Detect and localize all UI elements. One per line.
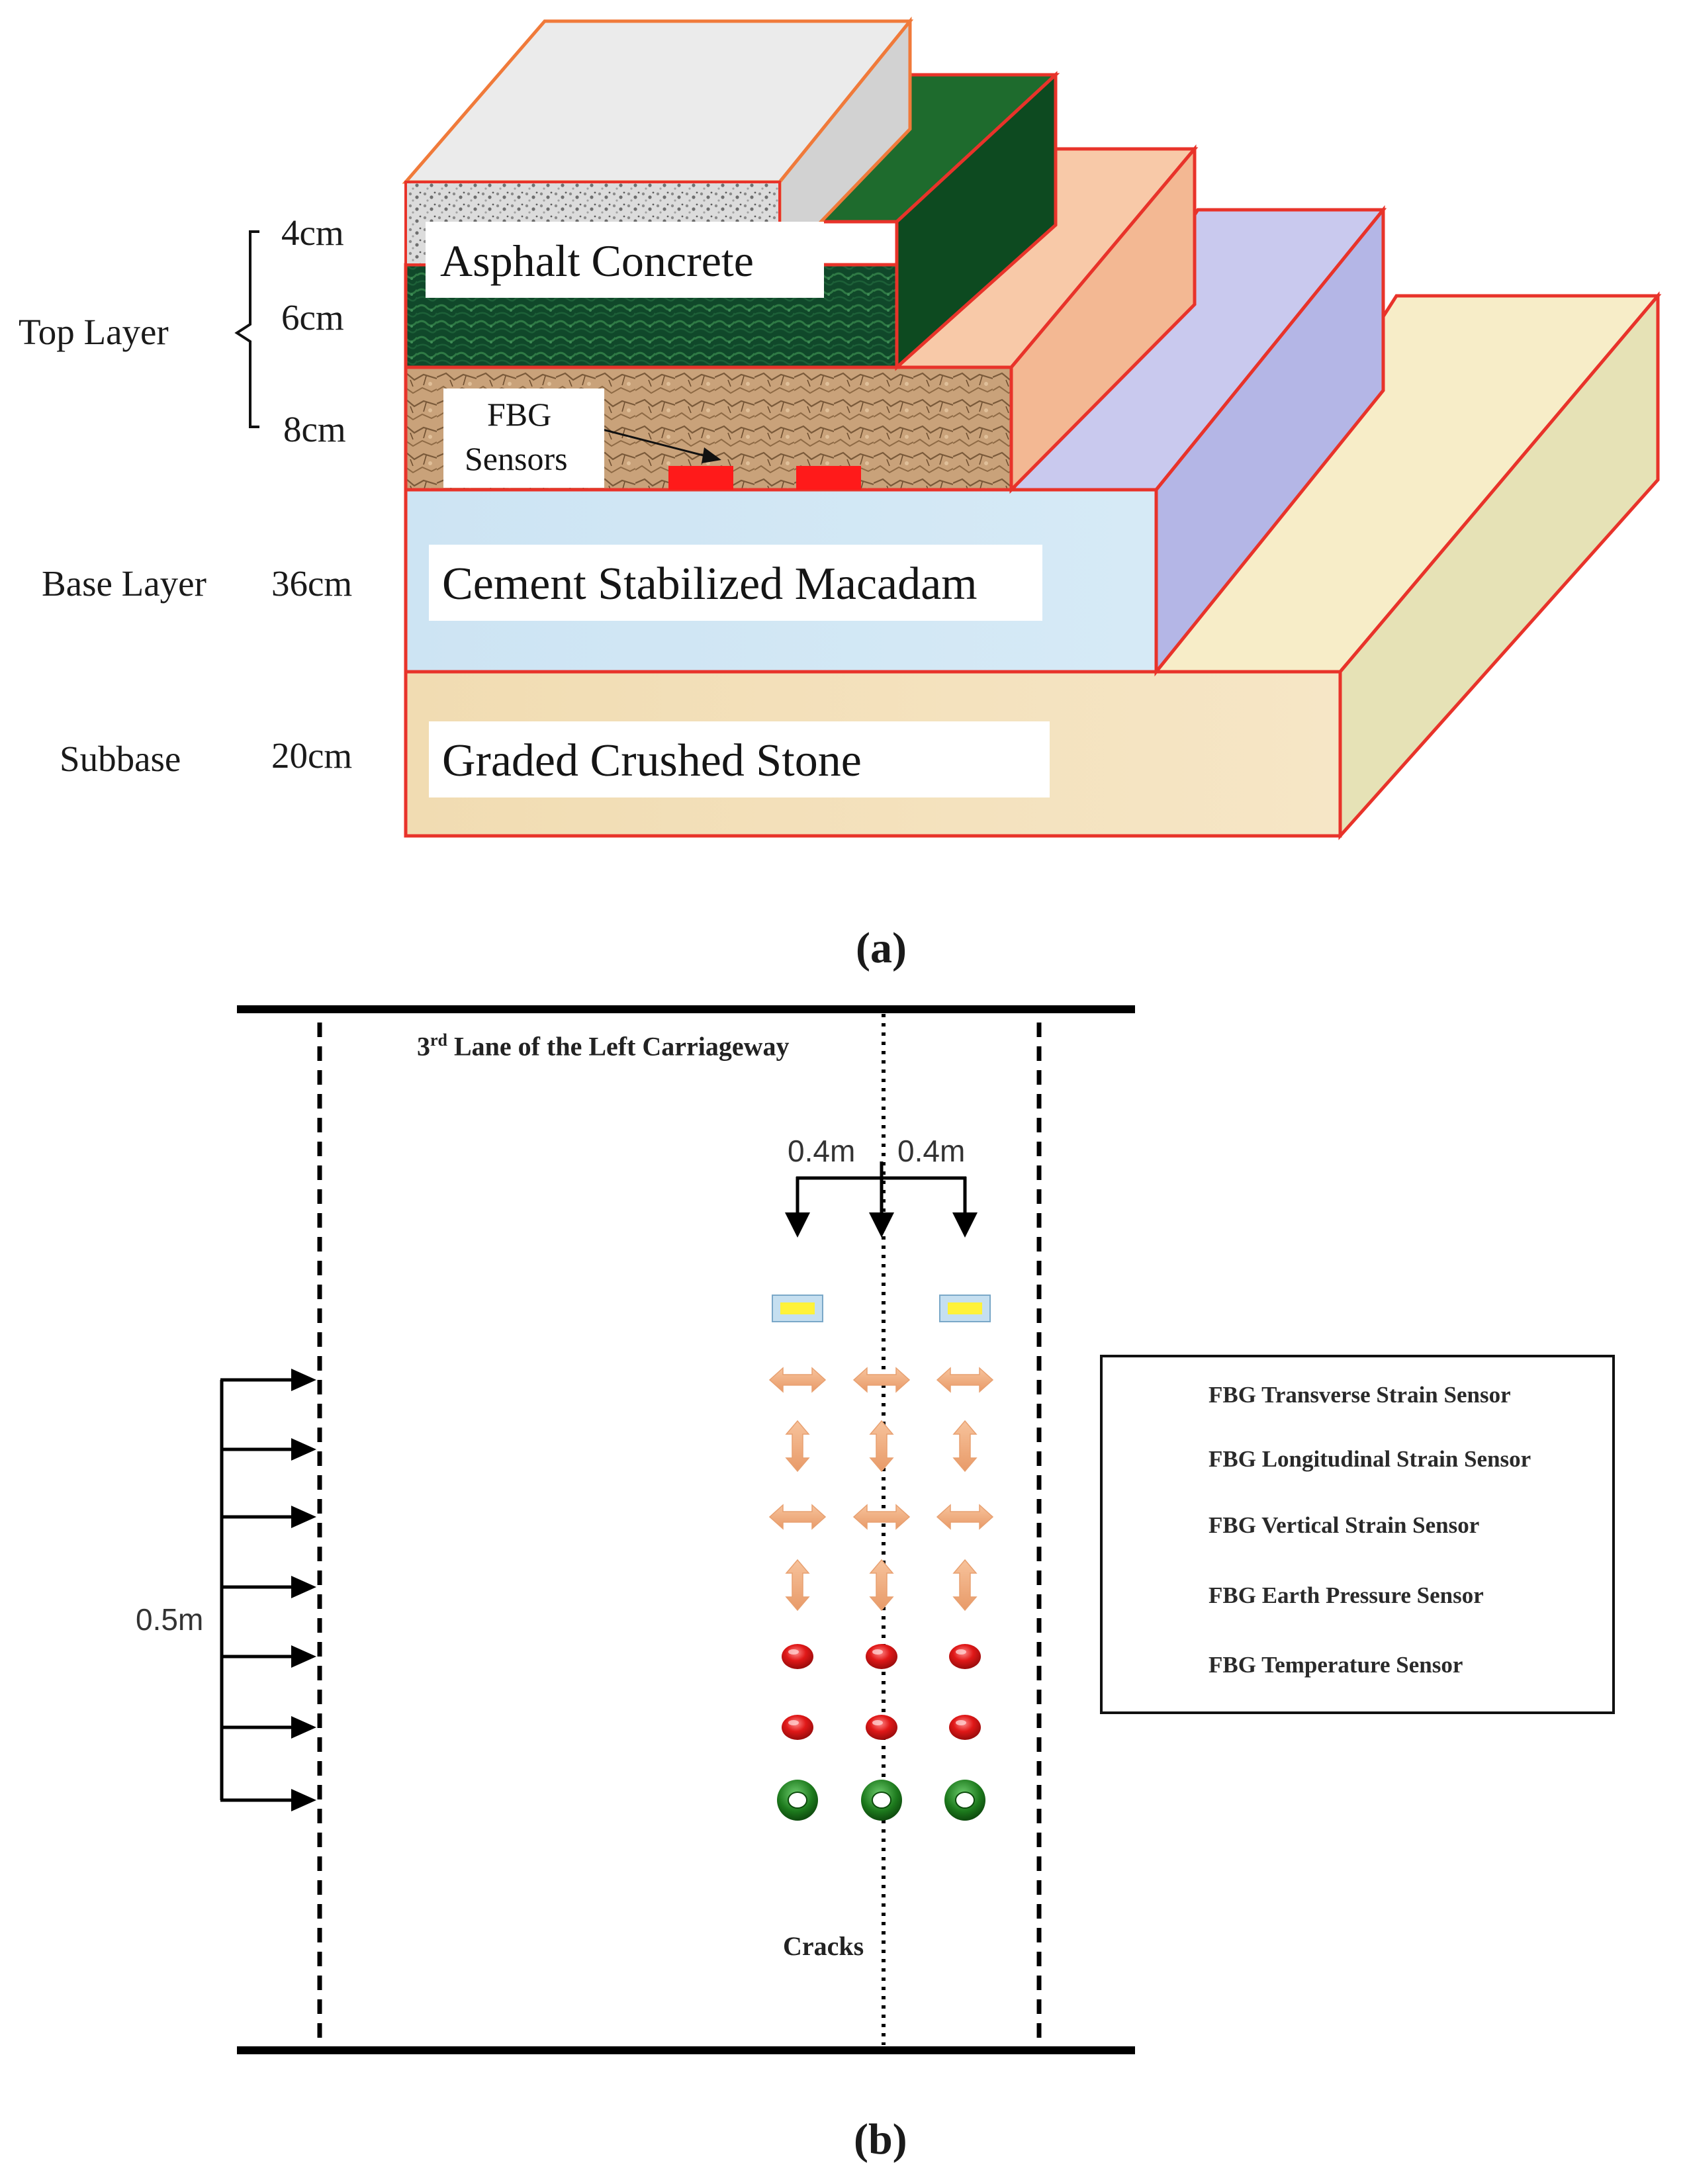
fbg-sensor-1	[668, 466, 733, 490]
spacing-arrowhead	[291, 1369, 316, 1391]
longitudinal-strain-icon	[786, 1559, 809, 1611]
longitudinal-strain-icon	[870, 1559, 893, 1611]
spacing-arrowhead	[291, 1576, 316, 1598]
longitudinal-strain-icon	[870, 1420, 893, 1472]
lane-title: 3rd Lane of the Left Carriageway	[417, 1030, 790, 1062]
thickness-8cm: 8cm	[283, 409, 346, 449]
spacing-arrowhead	[291, 1789, 316, 1811]
transverse-strain-icon	[769, 1367, 826, 1392]
longitudinal-strain-icon	[953, 1559, 977, 1611]
temperature-icon	[772, 1295, 823, 1322]
temperature-icon	[939, 1295, 991, 1322]
earth-pressure-icon	[860, 1779, 903, 1821]
legend-item-vertical: FBG Vertical Strain Sensor	[1208, 1512, 1480, 1538]
transverse-strain-icon	[936, 1367, 993, 1392]
graded-crushed-stone-label: Graded Crushed Stone	[429, 721, 1050, 797]
transverse-strain-icon	[769, 1504, 826, 1529]
earth-pressure-icon	[944, 1779, 986, 1821]
spacing-label-vertical: 0.5m	[136, 1602, 204, 1637]
sensor-legend: FBG Transverse Strain Sensor FBG Longitu…	[1100, 1355, 1615, 1714]
vertical-strain-icon	[949, 1644, 981, 1669]
longitudinal-strain-icon	[786, 1420, 809, 1472]
thickness-4cm: 4cm	[281, 212, 344, 253]
subbase-label: Subbase	[60, 739, 181, 779]
spacing-arrowhead	[291, 1645, 316, 1668]
spacing-label-left: 0.4m	[788, 1134, 856, 1168]
caption-b: (b)	[854, 2115, 907, 2163]
thickness-6cm: 6cm	[281, 297, 344, 338]
pavement-structure-diagram	[234, 16, 1662, 841]
spacing-arrows	[785, 1161, 978, 1238]
legend-item-longitudinal: FBG Longitudinal Strain Sensor	[1208, 1446, 1531, 1472]
longitudinal-strain-icon	[953, 1420, 977, 1472]
vertical-strain-icon	[949, 1715, 981, 1740]
legend-item-earth-pressure: FBG Earth Pressure Sensor	[1208, 1582, 1484, 1608]
legend-item-transverse: FBG Transverse Strain Sensor	[1208, 1382, 1511, 1408]
top-layer-bracket	[234, 230, 259, 428]
transverse-strain-icon	[853, 1367, 910, 1392]
spacing-label-right: 0.4m	[897, 1134, 966, 1168]
earth-pressure-icon	[776, 1779, 819, 1821]
vertical-strain-icon	[782, 1715, 813, 1740]
spacing-arrowhead	[291, 1716, 316, 1739]
crack-label: Cracks	[783, 1931, 864, 1961]
fbg-sensor-2	[796, 466, 861, 490]
sensor-layout-diagram	[220, 1005, 1183, 2054]
spacing-arrowhead	[291, 1438, 316, 1461]
longitudinal-spacing-arrows	[220, 1369, 316, 1811]
top-layer-label: Top Layer	[19, 312, 169, 352]
base-layer-label: Base Layer	[42, 563, 206, 604]
sensor-pointer-arrow	[592, 426, 709, 458]
cement-stabilized-macadam-label: Cement Stabilized Macadam	[429, 545, 1042, 621]
thickness-20cm: 20cm	[271, 735, 353, 776]
legend-item-temperature: FBG Temperature Sensor	[1208, 1652, 1463, 1678]
vertical-strain-icon	[866, 1715, 897, 1740]
transverse-strain-icon	[936, 1504, 993, 1529]
sensor-grid	[769, 1295, 993, 1821]
thickness-36cm: 36cm	[271, 563, 353, 604]
spacing-arrowhead	[291, 1506, 316, 1528]
asphalt-concrete-label: Asphalt Concrete	[426, 222, 824, 298]
vertical-strain-icon	[866, 1644, 897, 1669]
caption-a: (a)	[856, 924, 907, 972]
fbg-sensors-label: FBG Sensors	[443, 388, 604, 488]
vertical-strain-icon	[782, 1644, 813, 1669]
